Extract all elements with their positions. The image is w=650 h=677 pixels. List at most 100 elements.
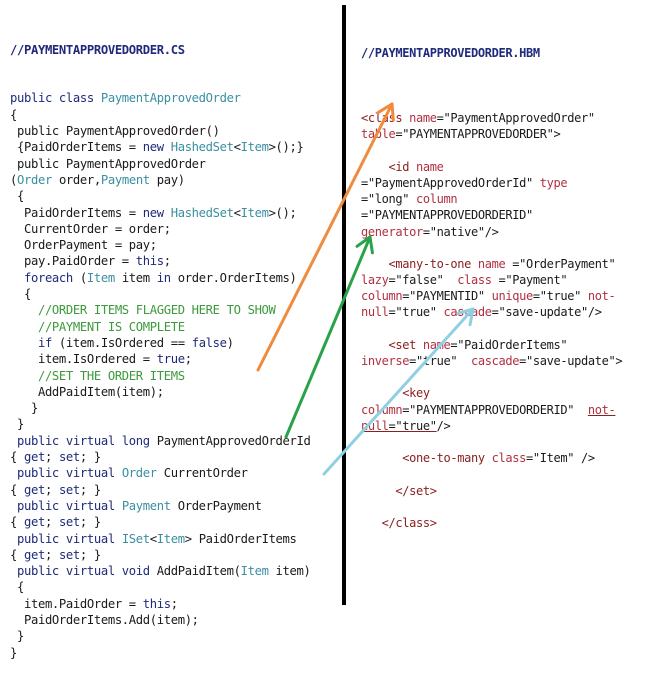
code-token: <class <box>361 111 410 126</box>
hbm-code-line: <many-to-one name ="OrderPayment" <box>361 256 622 272</box>
cs-code-line: public virtual Order CurrentOrder <box>10 465 311 481</box>
hbm-code-line: </class> <box>361 515 622 531</box>
cs-code-line: PaidOrderItems = new HashedSet<Item>(); <box>10 205 311 221</box>
cs-code-line: PaidOrderItems.Add(item); <box>10 612 311 628</box>
cs-code-line: { get; set; } <box>10 547 311 563</box>
code-token: null <box>361 418 389 433</box>
code-token: <one-to-many <box>361 451 492 466</box>
code-token: Order <box>17 172 52 187</box>
cs-code-line: CurrentOrder = order; <box>10 221 311 237</box>
code-token: AddPaidItem( <box>156 564 241 579</box>
code-token: if <box>10 335 52 350</box>
code-token: ( <box>10 172 17 187</box>
code-token: PaymentApprovedOrder <box>100 91 241 106</box>
code-token: unique <box>491 289 534 304</box>
code-token: HashedSet <box>170 205 234 220</box>
hbm-code-line: column="PAYMENTID" unique="true" not- <box>361 288 622 304</box>
cs-code-lines: public class PaymentApprovedOrder{ publi… <box>10 90 311 660</box>
code-token: } <box>10 417 24 432</box>
hbm-code-lines: <class name ="PaymentApprovedOrder" table =… <box>361 94 623 531</box>
code-token: get <box>23 450 45 465</box>
code-token: { <box>10 547 24 562</box>
code-token: false <box>191 335 227 350</box>
code-token: class <box>457 273 492 288</box>
code-token: ="true" <box>409 354 471 368</box>
hbm-code-line: <id name <box>361 159 622 175</box>
code-token: } <box>10 629 24 644</box>
hbm-code-line: inverse="true" cascade="save-update"> <box>361 353 623 369</box>
code-token: new <box>142 140 171 155</box>
code-token: pay) <box>149 172 185 187</box>
code-token: ; <box>44 450 59 465</box>
code-token: Payment <box>100 172 150 187</box>
hbm-code-line: <one-to-many class="Item" /> <box>361 450 622 466</box>
code-token: ; <box>163 254 171 269</box>
code-token: public virtual <box>10 466 122 481</box>
code-token: {PaidOrderItems = <box>10 140 143 155</box>
code-token: ="PaidOrderItems" <box>450 337 568 352</box>
code-token: in <box>156 270 171 285</box>
code-token: public virtual <box>10 498 122 513</box>
hbm-code-line <box>361 240 622 256</box>
code-token: Item <box>240 140 269 155</box>
cs-code-line: item.PaidOrder = this; <box>10 596 311 612</box>
code-token: foreach <box>10 270 73 285</box>
code-token: lazy <box>361 273 389 288</box>
code-token: inverse <box>361 354 410 368</box>
code-token: <many-to-one <box>361 256 478 271</box>
cs-code-line: {PaidOrderItems = new HashedSet<Item>();… <box>10 139 311 155</box>
code-token: //SET THE ORDER ITEMS <box>10 368 185 383</box>
code-token: ; <box>170 596 178 611</box>
code-token: < <box>233 140 241 155</box>
code-token: generator <box>361 224 423 239</box>
code-token: ="PAYMENTAPPROVEDORDERID" <box>402 402 588 417</box>
hbm-code-line <box>361 369 622 385</box>
cs-code-line: //PAYMENT IS COMPLETE <box>10 319 311 335</box>
cs-code-line: item.IsOrdered = true; <box>10 351 311 367</box>
cs-code-line: foreach (Item item in order.OrderItems) <box>10 270 311 286</box>
code-token: order, <box>51 172 101 187</box>
code-token: ="PaymentApprovedOrderId" <box>361 175 540 190</box>
code-token: get <box>23 547 45 562</box>
code-token: name <box>477 256 506 271</box>
code-token: { <box>10 450 24 465</box>
code-token: ="save-update"/> <box>491 305 602 320</box>
code-token: ="native"/> <box>422 224 499 239</box>
cs-code-line: public virtual void AddPaidItem(Item ite… <box>10 563 311 579</box>
code-token: column <box>361 289 403 304</box>
code-token: AddPaidItem(item); <box>10 384 164 399</box>
code-token: public virtual void <box>10 564 157 579</box>
cs-code-line: { <box>10 107 311 123</box>
hbm-code-line <box>361 94 622 110</box>
cs-code-line: public virtual long PaymentApprovedOrder… <box>10 433 311 449</box>
cs-code-line: { get; set; } <box>10 482 311 498</box>
cs-code-line: AddPaidItem(item); <box>10 384 311 400</box>
code-token: ="Payment" <box>491 273 568 288</box>
code-token: ="PaymentApprovedOrder" <box>436 111 595 126</box>
code-token: > PaidOrderItems <box>184 531 297 546</box>
hbm-code-line: lazy="false" class ="Payment" <box>361 272 622 288</box>
code-token: set <box>58 450 80 465</box>
code-token: get <box>23 482 45 497</box>
code-token: table <box>361 127 396 142</box>
code-token: { <box>10 107 17 122</box>
code-token: OrderPayment <box>170 498 262 513</box>
code-token: Item <box>156 531 185 546</box>
code-token: HashedSet <box>170 140 234 155</box>
code-token: ; <box>44 482 59 497</box>
hbm-code-line <box>361 499 622 515</box>
cs-code-line: if (item.IsOrdered == false) <box>10 335 311 351</box>
cs-code-line: //ORDER ITEMS FLAGGED HERE TO SHOW <box>10 302 311 318</box>
code-token: name <box>422 337 451 352</box>
code-token: public PaymentApprovedOrder <box>10 156 206 171</box>
code-token: ; } <box>79 515 101 530</box>
code-token: ="PAYMENTID" <box>402 289 492 304</box>
code-token: ; } <box>79 450 101 465</box>
code-token: </class> <box>361 515 437 530</box>
code-token: cascade <box>471 354 520 368</box>
code-token: ="false" <box>388 273 458 288</box>
code-token: >(); <box>268 205 297 220</box>
hbm-code-line <box>361 466 622 482</box>
hbm-code-line: </set> <box>361 483 622 499</box>
cs-code-line: } <box>10 416 311 432</box>
